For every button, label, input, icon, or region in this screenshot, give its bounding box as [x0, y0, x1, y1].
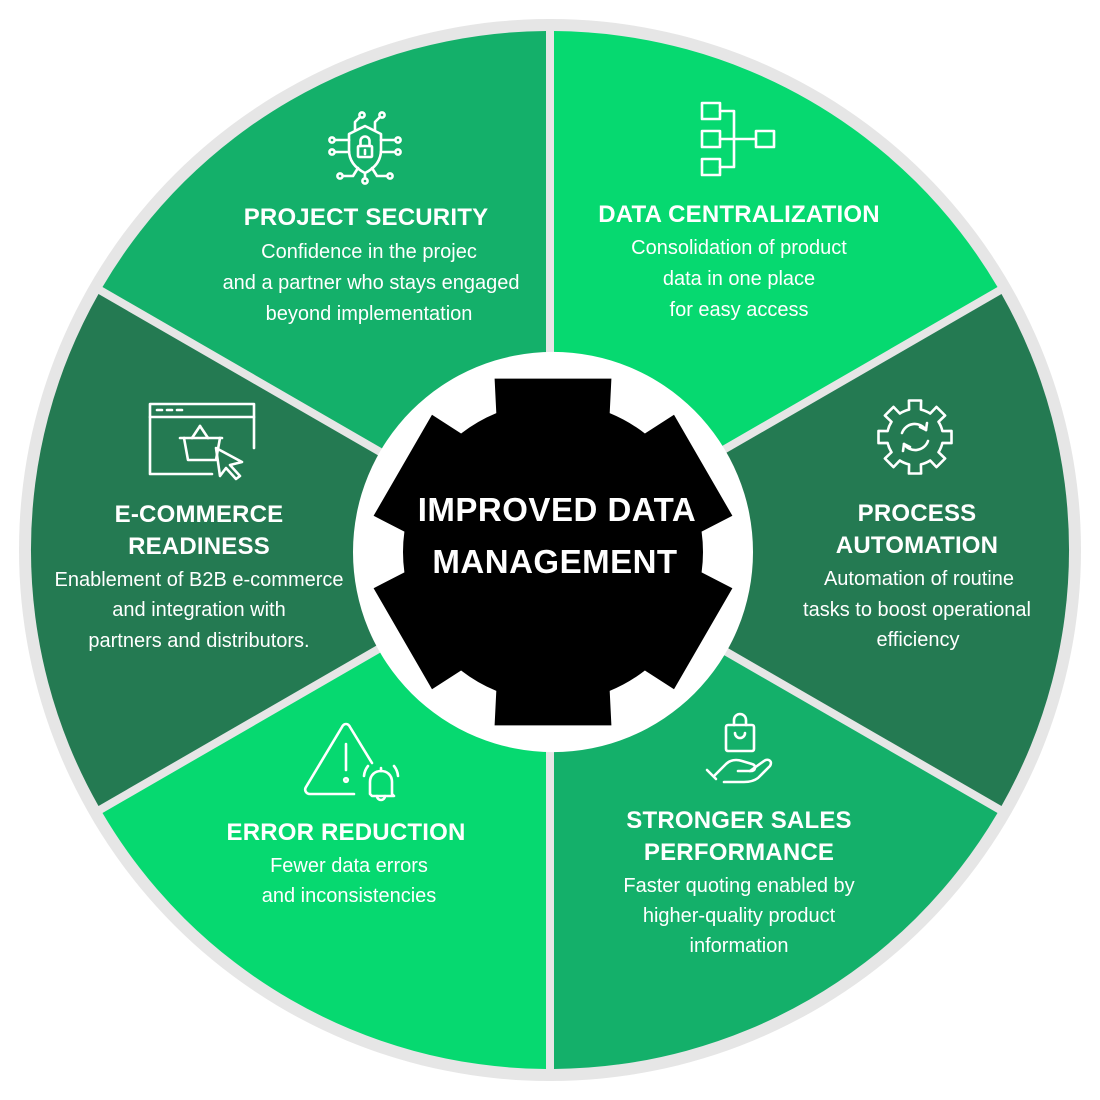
- project-security-desc-line-1: Confidence in the projec: [261, 241, 477, 263]
- data-centralization-desc-line-2: data in one place: [663, 268, 815, 290]
- process-automation-desc-line-1: Automation of routine: [824, 568, 1014, 590]
- stronger-sales-desc-line-1: Faster quoting enabled by: [623, 875, 854, 897]
- project-security-title: PROJECT SECURITY: [244, 204, 489, 231]
- gear-sync-icon: [877, 399, 953, 475]
- stronger-sales-desc-line-3: information: [690, 935, 789, 957]
- process-automation-desc-line-2: tasks to boost operational: [803, 599, 1031, 621]
- segment-data-centralization: [558, 294, 1070, 806]
- e-commerce-desc-line-1: Enablement of B2B e-commerce: [54, 569, 343, 591]
- data-centralization-title: DATA CENTRALIZATION: [598, 201, 880, 228]
- project-security-desc-line-3: beyond implementation: [266, 303, 473, 325]
- stronger-sales-title-line-1: STRONGER SALES: [626, 807, 852, 834]
- data-centralization-desc-line-1: Consolidation of product: [631, 237, 847, 259]
- error-reduction-desc-line-2: and inconsistencies: [262, 885, 437, 907]
- process-automation-desc-line-3: efficiency: [876, 629, 959, 651]
- center-title-line-2: MANAGEMENT: [432, 543, 677, 580]
- hand-shopping-bag-icon: [705, 712, 773, 784]
- project-security-desc-line-2: and a partner who stays engaged: [223, 272, 520, 294]
- warning-bell-icon: [303, 722, 400, 802]
- center-gear: [373, 378, 733, 726]
- segment-error-reduction-text: ERROR REDUCTION Fewer data errors and in…: [226, 819, 465, 907]
- data-centralization-desc-line-3: for easy access: [670, 299, 809, 321]
- segment-process-automation-text: PROCESS AUTOMATION Automation of routine…: [803, 500, 1031, 651]
- e-commerce-desc-line-3: partners and distributors.: [88, 630, 309, 652]
- shield-lock-circuit-icon: [328, 111, 402, 185]
- segment-error-reduction: [30, 294, 542, 806]
- center-ring-lines: [361, 360, 745, 744]
- error-reduction-title: ERROR REDUCTION: [226, 819, 465, 846]
- e-commerce-desc-line-2: and integration with: [112, 599, 285, 621]
- stronger-sales-title-line-2: PERFORMANCE: [644, 839, 834, 866]
- e-commerce-title-line-1: E-COMMERCE: [115, 501, 284, 528]
- process-automation-title-line-2: AUTOMATION: [836, 532, 998, 559]
- browser-basket-cursor-icon: [148, 402, 256, 481]
- center-ring-outline: [361, 360, 745, 744]
- process-automation-title-line-1: PROCESS: [858, 500, 977, 527]
- segment-e-commerce-text: E-COMMERCE READINESS Enablement of B2B e…: [54, 501, 343, 652]
- error-reduction-desc-line-1: Fewer data errors: [270, 855, 428, 877]
- stronger-sales-desc-line-2: higher-quality product: [643, 905, 836, 927]
- hierarchy-boxes-icon: [700, 101, 776, 177]
- segment-data-centralization-text: DATA CENTRALIZATION Consolidation of pro…: [598, 201, 880, 321]
- segment-project-security-text: PROJECT SECURITY Confidence in the proje…: [223, 204, 520, 325]
- e-commerce-title-line-2: READINESS: [128, 533, 270, 560]
- center-title-line-1: IMPROVED DATA: [418, 491, 696, 528]
- segment-stronger-sales-text: STRONGER SALES PERFORMANCE Faster quotin…: [623, 807, 854, 957]
